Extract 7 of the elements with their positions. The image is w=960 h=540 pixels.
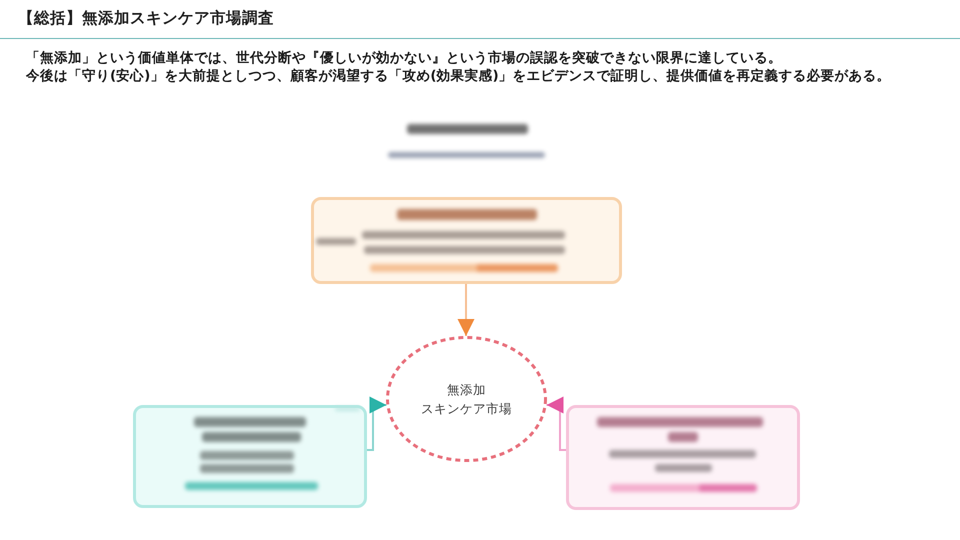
summary-text: 今後は「守り(安心)」を大前提としつつ、顧客が渇望する「攻め(効果実感)」をエビデンスで証明し、提供価値を再定義する必要がある。 bbox=[26, 67, 891, 85]
node-label: 無添加スキンケア市場 bbox=[420, 380, 513, 418]
arrow bbox=[458, 284, 474, 336]
arrow bbox=[367, 396, 386, 451]
summary-text: 「無添加」という価値単体では、世代分断や『優しいが効かない』という市場の誤認を突破できない限界に達している。 bbox=[26, 49, 782, 67]
arrow bbox=[546, 396, 566, 451]
page-title: 【総括】無添加スキンケア市場調査 bbox=[18, 8, 274, 28]
